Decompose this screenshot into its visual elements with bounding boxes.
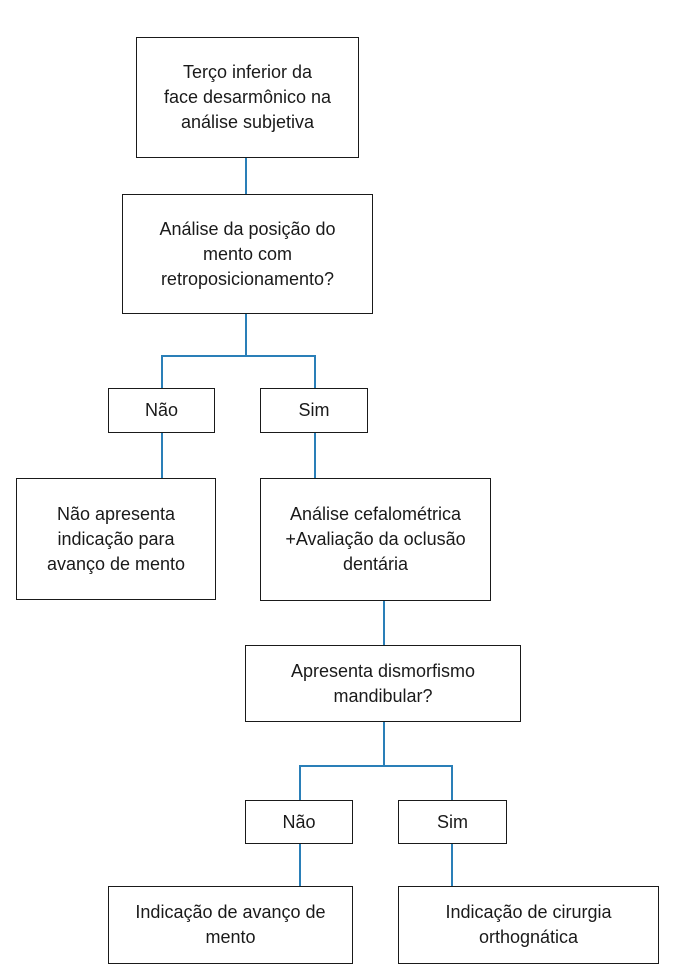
answer-no-node: Não: [108, 388, 215, 433]
connector-eval-q2: [383, 600, 385, 646]
connector-branch-yes1: [314, 355, 316, 389]
answer-no-node-2: Não: [245, 800, 353, 844]
question-chin-position-node: Análise da posição do mento com retropos…: [122, 194, 373, 314]
answer-yes-node-2: Sim: [398, 800, 507, 844]
connector-yes2-result: [451, 843, 453, 887]
result-chin-advance-node: Indicação de avanço de mento: [108, 886, 353, 964]
connector-no2-result: [299, 843, 301, 887]
connector-q2-down: [383, 721, 385, 766]
connector-q1-branch: [161, 355, 316, 357]
answer-yes-node: Sim: [260, 388, 368, 433]
start-node: Terço inferior da face desarmônico na an…: [136, 37, 359, 158]
connector-branch-no2: [299, 765, 301, 801]
question-dysmorphism-node: Apresenta dismorfismo mandibular?: [245, 645, 521, 722]
connector-q2-branch: [299, 765, 453, 767]
connector-no1-result: [161, 432, 163, 479]
result-orthognathic-node: Indicação de cirurgia orthognática: [398, 886, 659, 964]
connector-yes1-eval: [314, 432, 316, 479]
evaluation-node: Análise cefalométrica +Avaliação da oclu…: [260, 478, 491, 601]
connector-q1-down: [245, 313, 247, 356]
connector-branch-no1: [161, 355, 163, 389]
connector-start-q1: [245, 157, 247, 195]
connector-branch-yes2: [451, 765, 453, 801]
result-no-advance-node: Não apresenta indicação para avanço de m…: [16, 478, 216, 600]
